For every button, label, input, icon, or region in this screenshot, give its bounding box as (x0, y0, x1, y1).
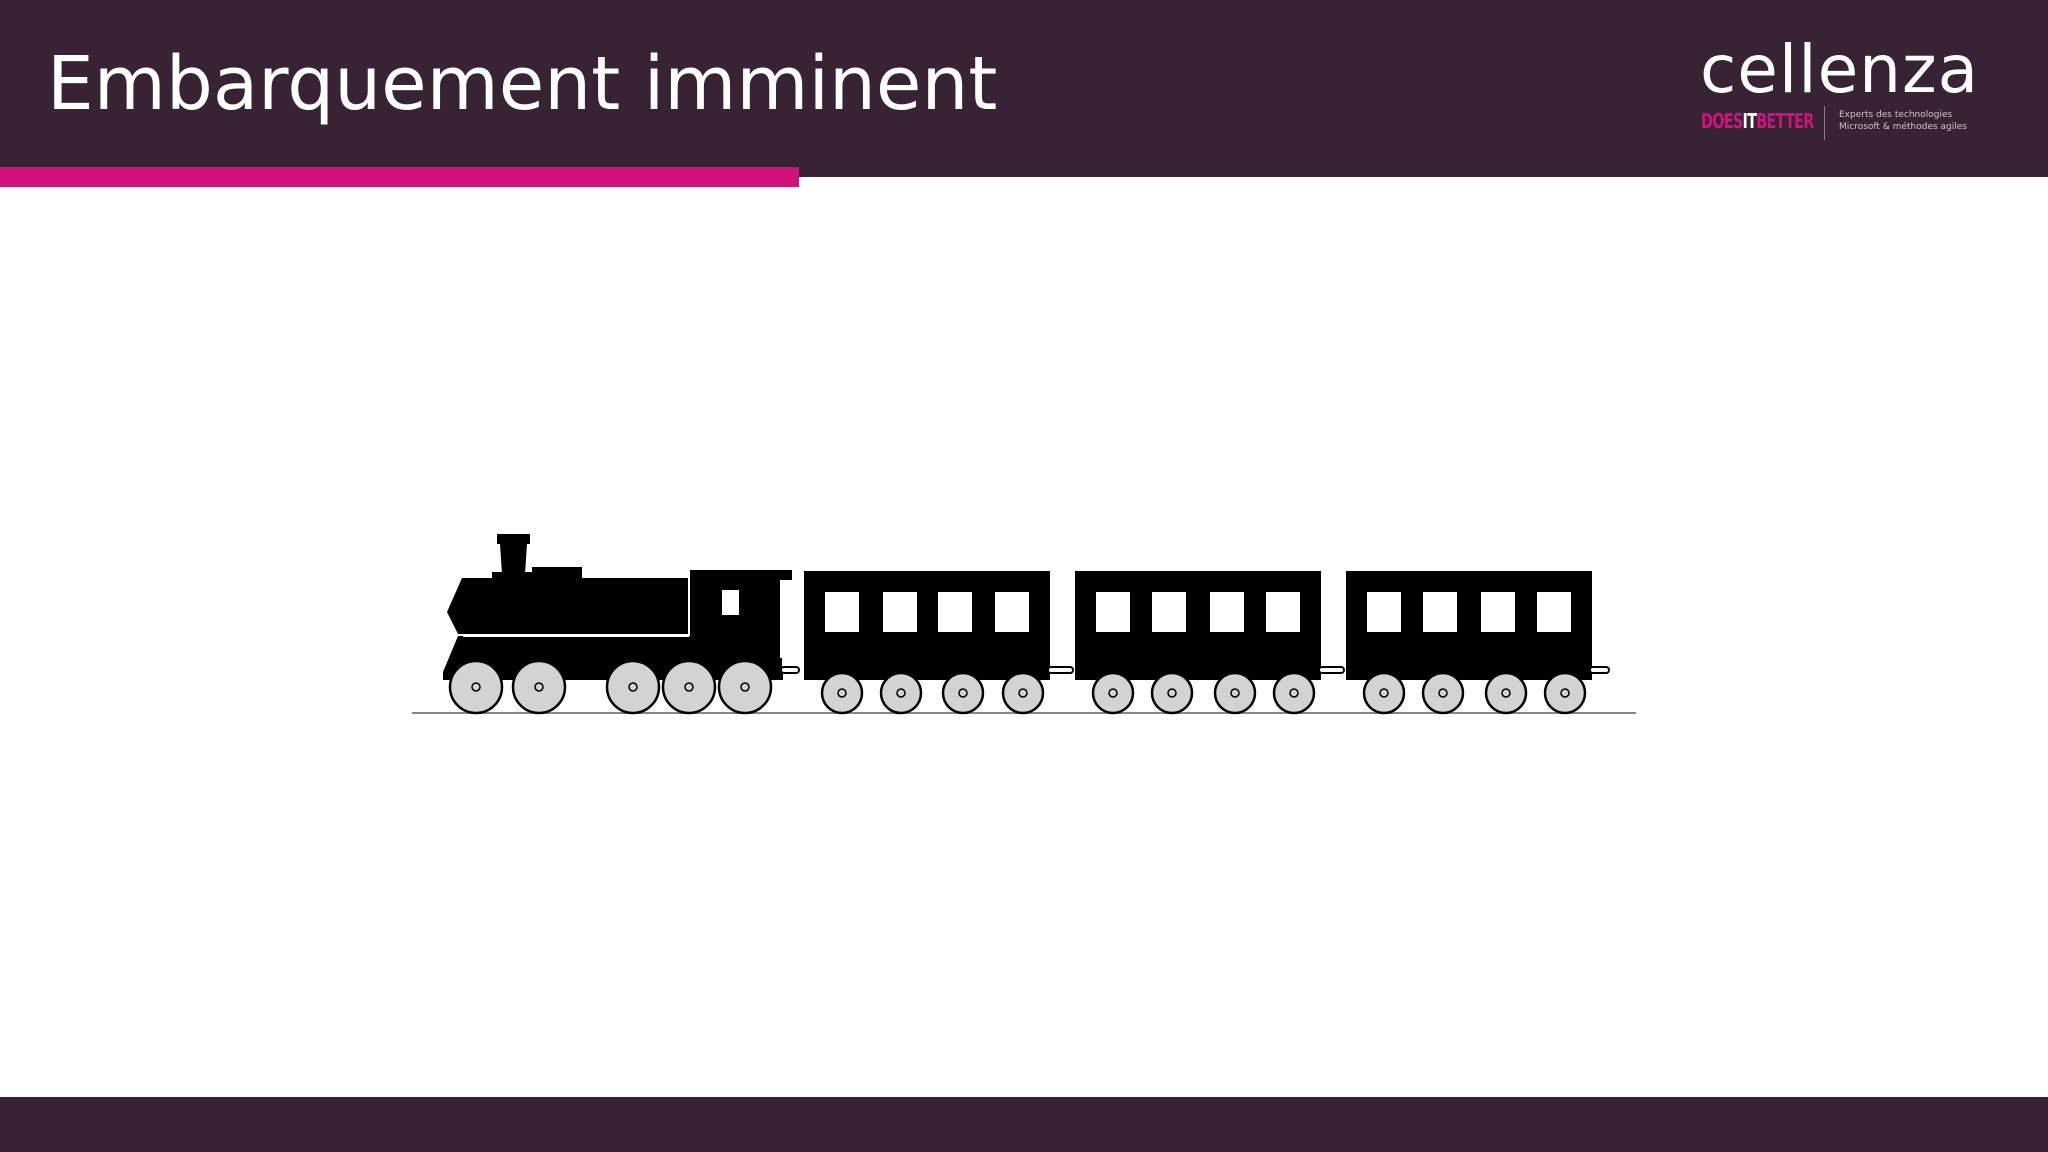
rear-coupler (780, 666, 800, 674)
logo-slogan: DOESITBETTER (1701, 108, 1814, 134)
logo-wordmark: cellenza (1700, 31, 1980, 108)
slide-footer (0, 1097, 2048, 1152)
logo-divider (1824, 106, 1825, 140)
cellenza-logo: cellenza DOESITBETTER Experts des techno… (1690, 30, 2020, 150)
locomotive (443, 534, 792, 680)
cab-window (722, 590, 739, 615)
train-illustration (412, 534, 1636, 715)
locomotive-axles (471, 682, 750, 692)
carriage-axles (837, 688, 1570, 698)
carriage-2 (1075, 571, 1345, 680)
logo-tagline: Experts des technologies Microsoft & mét… (1839, 109, 1967, 133)
slide-title: Embarquement imminent (47, 41, 998, 127)
carriage-3 (1346, 571, 1610, 680)
slide-header: Embarquement imminent cellenza DOESITBET… (0, 0, 2048, 177)
slogan-does: DOES (1701, 109, 1743, 133)
slogan-better: BETTER (1756, 109, 1814, 133)
logo-tagline-line1: Experts des technologies (1839, 110, 1953, 120)
accent-bar (0, 167, 799, 187)
logo-tagline-line2: Microsoft & méthodes agiles (1839, 122, 1967, 132)
slogan-it: IT (1742, 109, 1757, 133)
carriage-1 (804, 571, 1074, 680)
